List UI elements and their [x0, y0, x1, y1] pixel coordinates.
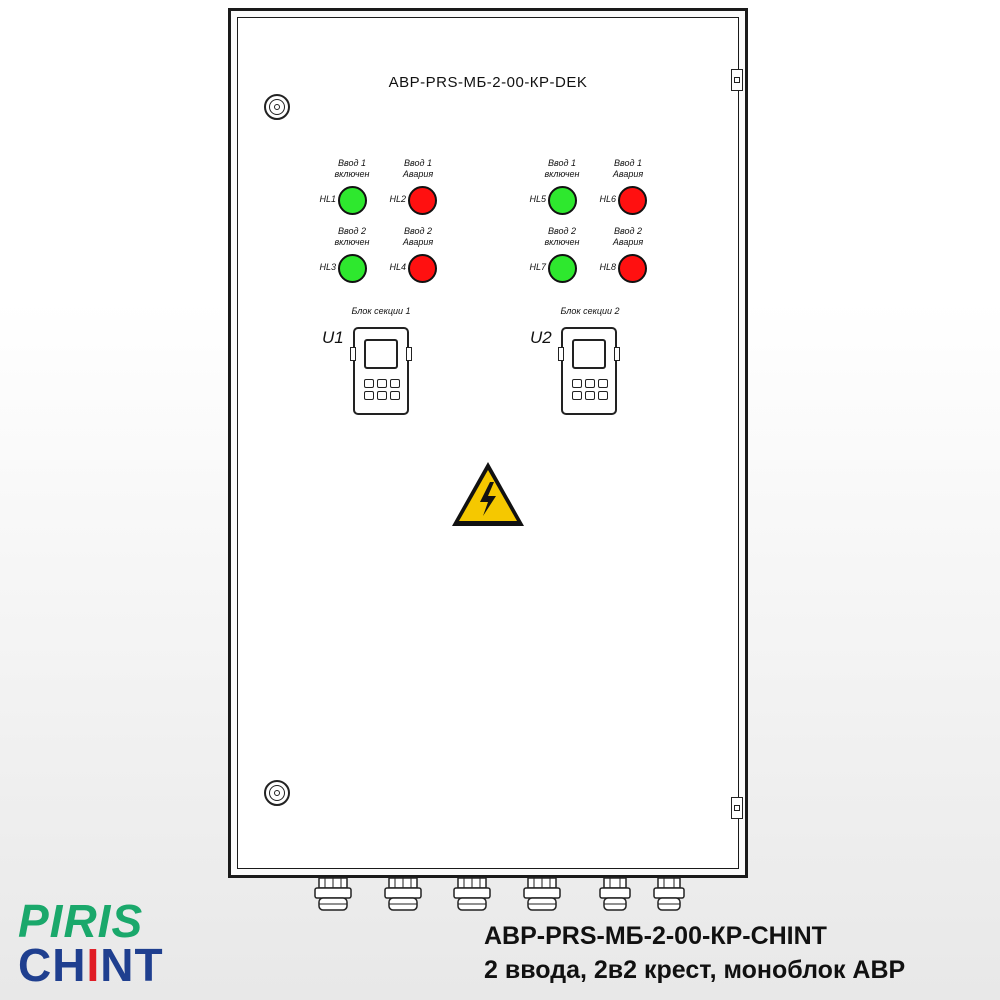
hl7-green-lamp-icon	[548, 254, 577, 283]
hinge-bottom-icon	[731, 797, 743, 819]
cabinet-title: АВР-PRS-МБ-2-00-КР-DEK	[388, 74, 588, 91]
hl4-code: HL4	[389, 262, 406, 272]
hl8-code: HL8	[599, 262, 616, 272]
hl7-code: HL7	[529, 262, 546, 272]
u2-controller-icon	[558, 327, 620, 415]
hl6-code: HL6	[599, 194, 616, 204]
u2-key	[585, 379, 595, 388]
cable-gland-icon	[384, 877, 422, 911]
u2-screen	[572, 339, 606, 369]
u1-key	[390, 379, 400, 388]
u1-block-title: Блок секции 1	[351, 306, 411, 316]
hl2-red-lamp-icon	[408, 186, 437, 215]
u2-key	[572, 379, 582, 388]
hl8-red-lamp-icon	[618, 254, 647, 283]
hl1-green-lamp-icon	[338, 186, 367, 215]
hinge-top-icon	[731, 69, 743, 91]
product-description: 2 ввода, 2в2 крест, моноблок АВР	[484, 956, 906, 984]
u1-screen	[364, 339, 398, 369]
hl5-green-lamp-icon	[548, 186, 577, 215]
product-name: АВР-PRS-МБ-2-00-КР-CHINT	[484, 922, 827, 950]
u2-block-title: Блок секции 2	[560, 306, 620, 316]
cable-gland-small-icon	[599, 877, 631, 911]
u2-right-clip	[614, 347, 620, 361]
u1-keypad	[364, 379, 400, 400]
cable-gland-small-icon	[653, 877, 685, 911]
cable-gland-icon	[453, 877, 491, 911]
u1-key	[377, 379, 387, 388]
u2-key	[598, 391, 608, 400]
cable-gland-icon	[523, 877, 561, 911]
u2-keypad	[572, 379, 608, 400]
u2-key	[585, 391, 595, 400]
u2-key	[598, 379, 608, 388]
u1-left-clip	[350, 347, 356, 361]
u2-key	[572, 391, 582, 400]
hl1-code: HL1	[319, 194, 336, 204]
u2-code: U2	[530, 328, 552, 347]
brand-logo-chint: CHINT	[18, 939, 164, 991]
u1-key	[364, 391, 374, 400]
hl3-code: HL3	[319, 262, 336, 272]
u1-key	[390, 391, 400, 400]
hl2-code: HL2	[389, 194, 406, 204]
brand-logo-piris: PIRIS	[18, 895, 144, 947]
u1-code: U1	[322, 328, 344, 347]
u2-left-clip	[558, 347, 564, 361]
high-voltage-warning-icon	[452, 462, 524, 526]
u1-key	[377, 391, 387, 400]
door-lock-bottom-icon	[264, 780, 290, 806]
cable-gland-icon	[314, 877, 352, 911]
hl4-red-lamp-icon	[408, 254, 437, 283]
u1-controller-icon	[350, 327, 412, 415]
hl6-red-lamp-icon	[618, 186, 647, 215]
u1-key	[364, 379, 374, 388]
door-lock-top-icon	[264, 94, 290, 120]
u1-right-clip	[406, 347, 412, 361]
hl5-code: HL5	[529, 194, 546, 204]
hl3-green-lamp-icon	[338, 254, 367, 283]
